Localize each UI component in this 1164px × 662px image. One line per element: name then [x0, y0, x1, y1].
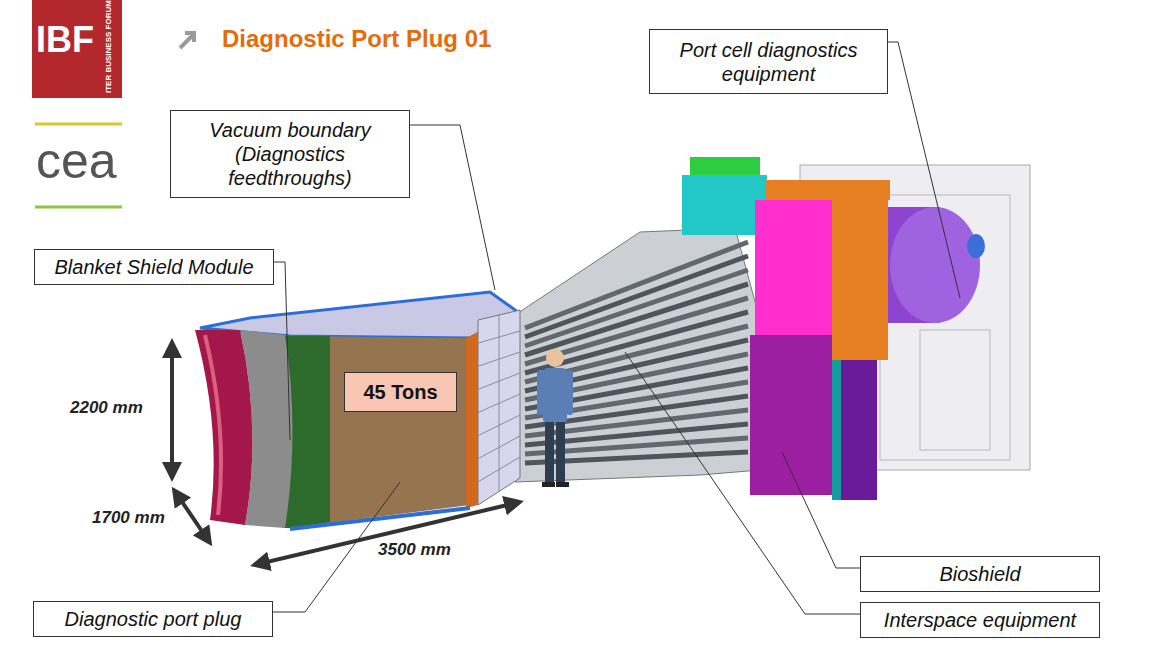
weight-tag: 45 Tons [344, 372, 457, 412]
leader-line [782, 452, 860, 568]
callout-box: Port cell diagnostics equipment [649, 29, 888, 94]
plug-strip [466, 332, 478, 508]
callout-box: Blanket Shield Module [34, 249, 274, 285]
bioshield-block [832, 360, 877, 500]
title-icon [180, 33, 194, 48]
slide-title: Diagnostic Port Plug 01 [222, 25, 491, 53]
callout-text: Bioshield [939, 562, 1020, 586]
callout-text: Interspace equipment [884, 608, 1076, 632]
bioshield-block [830, 185, 888, 360]
bioshield [682, 157, 890, 500]
plug-grid [478, 315, 520, 492]
grid-line [499, 315, 500, 492]
plug-front [195, 330, 252, 525]
dimension-arrow [254, 502, 520, 565]
bioshield-block [682, 175, 767, 235]
callout-text: 45 Tons [363, 380, 437, 404]
leader-line [274, 262, 290, 440]
callout-text: Blanket Shield Module [54, 255, 253, 279]
callout-box: Diagnostic port plug [33, 601, 273, 637]
equipment-knob [967, 234, 985, 258]
callout-box: Interspace equipment [860, 602, 1100, 638]
port-plug [195, 292, 520, 529]
bioshield-block [755, 200, 832, 350]
dimension-label: 3500 mm [378, 541, 451, 558]
callout-box: Bioshield [860, 556, 1100, 592]
callout-box: Vacuum boundary (Diagnostics feedthrough… [170, 110, 410, 198]
equipment-cylinder [890, 207, 980, 323]
logo-block [32, 0, 122, 98]
logo-text: cea [36, 136, 117, 186]
leader-line [888, 42, 960, 298]
dimension-arrow [170, 342, 174, 478]
interspace-tube [525, 242, 748, 328]
dimension-arrow [174, 490, 210, 543]
plug-end [478, 310, 520, 505]
person-figure [537, 349, 573, 487]
logo-text: ITER BUSINESS FORUM [105, 3, 113, 93]
dimension-label: 2200 mm [70, 399, 143, 416]
callout-text: Port cell diagnostics equipment [660, 38, 877, 86]
dimension-arrows [172, 342, 520, 565]
equipment-frame [920, 330, 990, 450]
callout-text: Diagnostic port plug [65, 607, 242, 631]
logo-rule [35, 206, 122, 209]
logo-rule [35, 123, 122, 126]
leader-line [410, 125, 495, 290]
bioshield-block [832, 360, 841, 500]
callout-text: Vacuum boundary (Diagnostics feedthrough… [181, 118, 399, 190]
plug-front [205, 335, 221, 515]
dimension-label: 1700 mm [92, 509, 165, 526]
logo-text: IBF [36, 22, 94, 58]
leader-line [625, 352, 860, 614]
